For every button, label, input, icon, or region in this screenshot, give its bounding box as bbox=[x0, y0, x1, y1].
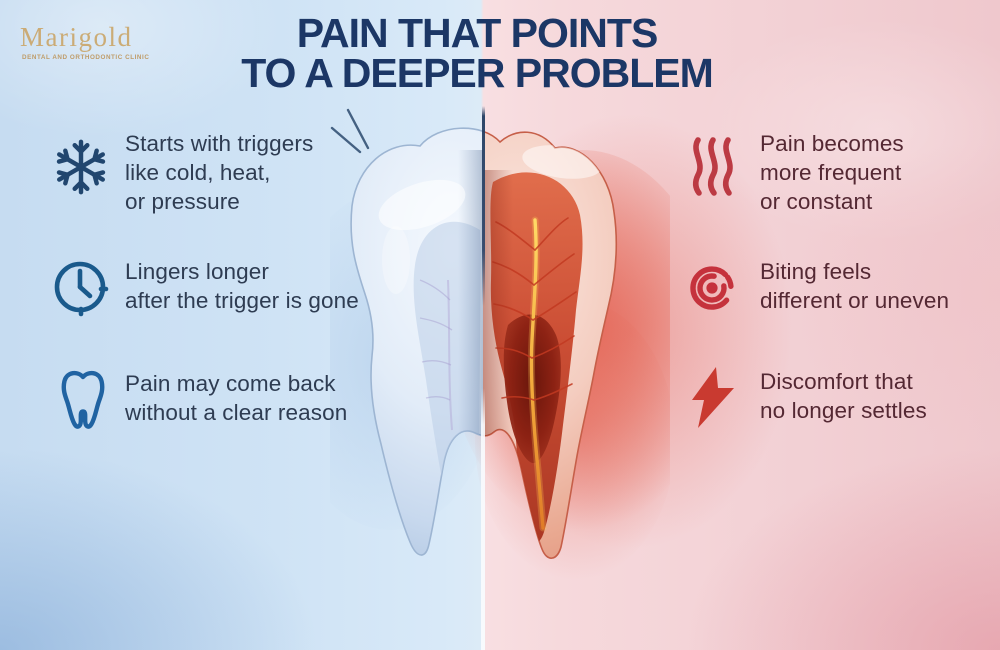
title-line-2: TO A DEEPER PROBLEM bbox=[241, 50, 714, 96]
clock-icon bbox=[51, 258, 111, 323]
divider-line-top bbox=[481, 106, 485, 306]
symptom-line: different or uneven bbox=[760, 288, 950, 313]
symptom-item-comes-back: Pain may come back without a clear reaso… bbox=[125, 369, 347, 427]
split-tooth-illustration bbox=[280, 100, 717, 580]
split-tooth-art bbox=[280, 108, 717, 580]
clinic-logo: Marigold DENTAL AND ORTHODONTIC CLINIC bbox=[20, 22, 149, 61]
symptom-line: like cold, heat, bbox=[125, 160, 271, 185]
symptom-item-frequent: Pain becomes more frequent or constant bbox=[760, 129, 904, 216]
symptom-item-discomfort: Discomfort that no longer settles bbox=[760, 367, 927, 425]
bullseye-icon bbox=[682, 258, 742, 323]
symptom-line: Pain may come back bbox=[125, 371, 336, 396]
title-line-1: PAIN THAT POINTS bbox=[296, 10, 659, 56]
heat-waves-icon bbox=[688, 136, 740, 203]
lightning-bolt-icon bbox=[690, 366, 736, 435]
snowflake-icon bbox=[52, 138, 110, 201]
symptom-item-lingers: Lingers longer after the trigger is gone bbox=[125, 257, 359, 315]
cold-zing-marks bbox=[330, 108, 370, 154]
symptom-item-triggers: Starts with triggers like cold, heat, or… bbox=[125, 129, 313, 216]
symptom-line: or constant bbox=[760, 189, 873, 214]
symptom-line: without a clear reason bbox=[125, 400, 348, 425]
symptom-line: after the trigger is gone bbox=[125, 288, 359, 313]
logo-wordmark: Marigold bbox=[20, 22, 133, 52]
symptom-line: more frequent bbox=[760, 160, 902, 185]
divider-line-bottom bbox=[480, 388, 485, 650]
logo-tagline: DENTAL AND ORTHODONTIC CLINIC bbox=[22, 54, 150, 61]
symptom-line: Starts with triggers bbox=[125, 131, 314, 156]
symptom-line: Biting feels bbox=[760, 259, 872, 284]
symptom-line: or pressure bbox=[125, 189, 240, 214]
symptom-line: Lingers longer bbox=[125, 259, 269, 284]
symptom-line: Pain becomes bbox=[760, 131, 904, 156]
symptom-line: Discomfort that bbox=[760, 369, 913, 394]
page-title: PAIN THAT POINTS TO A DEEPER PROBLEM bbox=[177, 10, 777, 96]
symptom-item-biting: Biting feels different or uneven bbox=[760, 257, 949, 315]
symptom-line: no longer settles bbox=[760, 398, 927, 423]
tooth-outline-icon bbox=[55, 368, 111, 435]
